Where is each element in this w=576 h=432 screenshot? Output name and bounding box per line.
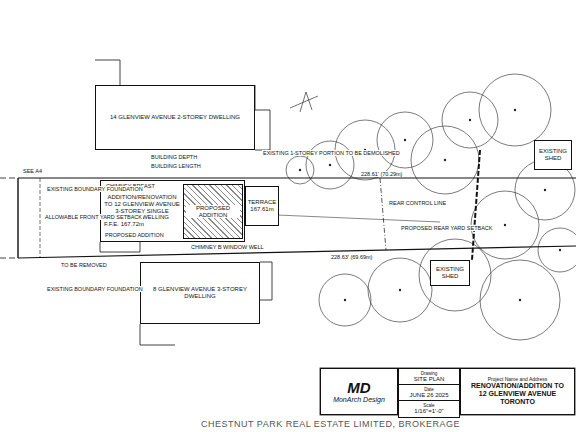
annotation: EXISTING BOUNDARY FOUNDATION: [46, 186, 144, 192]
annotation: TO BE REMOVED: [60, 262, 108, 268]
node-text: 12 GLENVIEW AVENUE: [478, 390, 557, 398]
node-text: 167.61m: [249, 206, 274, 213]
node-text: RENOVATION/ADDITION TO: [470, 382, 565, 390]
north-arrow: [290, 92, 318, 112]
neighbour-dwelling: 14 GLENVIEW AVENUE 2-STOREY DWELLING: [95, 85, 255, 150]
node-text: MonArch Design: [332, 396, 386, 404]
node-text: 14 GLENVIEW AVENUE 2-STOREY DWELLING: [109, 114, 241, 121]
node-text: TORONTO: [499, 398, 536, 406]
lot-lines: [0, 150, 576, 260]
annotation: REAR CONTROL LINE: [388, 200, 447, 206]
watermark: CHESTNUT PARK REAL ESTATE LIMITED, BROKE…: [200, 420, 461, 430]
annotation: WINDOW WELL: [222, 244, 265, 250]
annotation: EXISTING BOUNDARY FOUNDATION: [46, 286, 144, 292]
node-text: TERRACE: [247, 199, 278, 206]
tree-trunks: [299, 109, 561, 301]
node-text: MD: [346, 379, 371, 396]
annotation: EXISTING 1-STOREY PORTION TO BE DEMOLISH…: [262, 150, 401, 156]
node-text: JUNE 26 2025: [408, 392, 449, 399]
node-text: 8 GLENVIEW AVENUE 3-STOREY DWELLING: [143, 286, 257, 300]
scale-cell: Scale1/16"=1'-0": [398, 400, 460, 418]
project-cell: Project Name and AddressRENOVATION/ADDIT…: [460, 368, 575, 415]
node-text: PROPOSED ADDITION: [186, 205, 240, 219]
neighbour-dwelling: 8 GLENVIEW AVENUE 3-STOREY DWELLING: [140, 262, 260, 324]
firm-cell: MDMonArch Design: [320, 368, 398, 415]
node-text: F.F.E. 167.72m: [103, 221, 145, 228]
proposed-addition: PROPOSED ADDITION: [183, 184, 243, 239]
tree-canopies: [286, 74, 576, 340]
terrace: TERRACE167.61m: [245, 186, 279, 226]
node-text: EXISTING SHED: [433, 266, 467, 280]
annotation: 228.61' (70.29m): [360, 171, 403, 177]
shed: EXISTING SHED: [430, 260, 470, 286]
annotation: SEE A4: [22, 168, 43, 174]
annotation: BUILDING LENGTH: [150, 163, 202, 169]
shed: EXISTING SHED: [534, 140, 572, 170]
node-text: EXISTING SHED: [537, 148, 569, 162]
node-text: 1/16"=1'-0": [413, 408, 444, 415]
annotation: PROPOSED ADDITION: [104, 232, 165, 238]
annotation: PROPOSED REAR YARD SETBACK: [400, 225, 494, 231]
node-text: SITE PLAN: [413, 376, 446, 383]
annotation: BUILDING DEPTH: [150, 154, 198, 160]
annotation: 228.63' (69.69m): [330, 254, 373, 260]
annotation: ALLOWABLE FRONT YARD SETBACK: [44, 214, 143, 220]
